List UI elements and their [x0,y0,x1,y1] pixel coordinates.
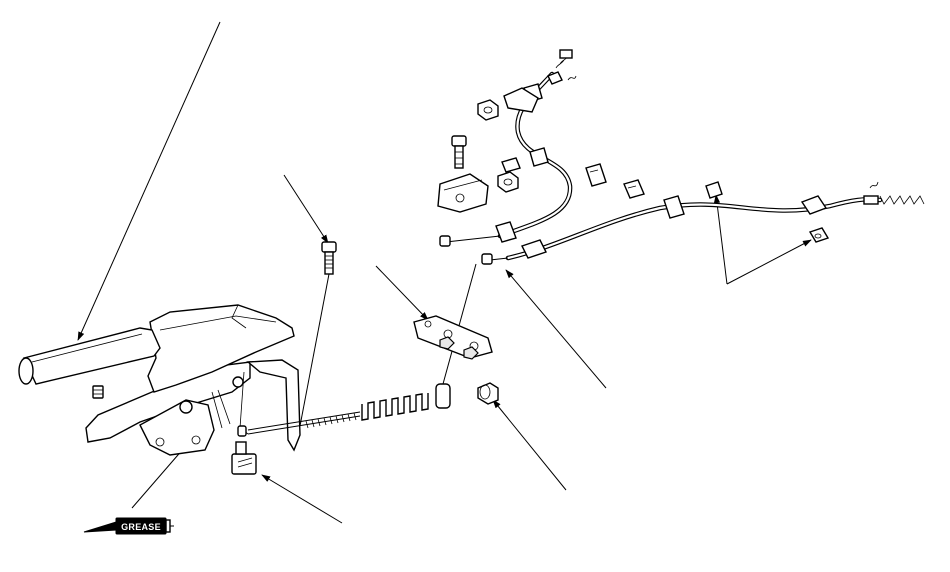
leader-lines [77,21,812,524]
cable-bracket-left [437,173,489,213]
release-button [18,357,34,385]
cable-clip-2 [623,179,645,199]
cable-clip-3 [705,181,723,199]
mount-bolt [451,135,467,169]
grease-nozzle-icon [83,521,117,533]
lever-grip [23,327,161,385]
flange-nut-mid [497,171,519,193]
lever-rear-arm [246,359,301,452]
cable-clip-1 [585,163,607,187]
base-bolt [92,385,104,399]
clip-left [501,157,521,173]
parking-brake-switch [231,425,257,475]
leader-adjuster-nut [492,399,567,491]
parking-brake-lever [18,304,301,456]
leader-clip-1 [713,194,728,285]
cable-end-right [863,181,925,205]
leader-equalizer [375,265,429,321]
leader-cable-end [505,269,607,389]
cable-end-top [547,49,577,85]
grease-label: GREASE [121,522,161,532]
cable-clip-4 [808,227,830,243]
cable-bracket-top [477,87,539,121]
flange-nut-top [477,99,499,121]
adjuster-rod [247,411,361,435]
leader-clip-2 [726,239,812,285]
adjuster-sleeve [435,263,477,409]
rear-brake-cables [439,71,883,265]
leader-switch [261,474,343,524]
adjuster-nut [477,382,499,405]
cable-end [481,253,493,265]
lever-bolt [299,241,337,427]
return-spring [361,393,429,421]
lever-bracket [139,399,215,456]
grease-symbol: GREASE [83,517,174,535]
leader-lever-handle [77,21,221,341]
equalizer [413,315,493,360]
lever-pivot [179,400,193,414]
leader-bolt [283,174,329,244]
